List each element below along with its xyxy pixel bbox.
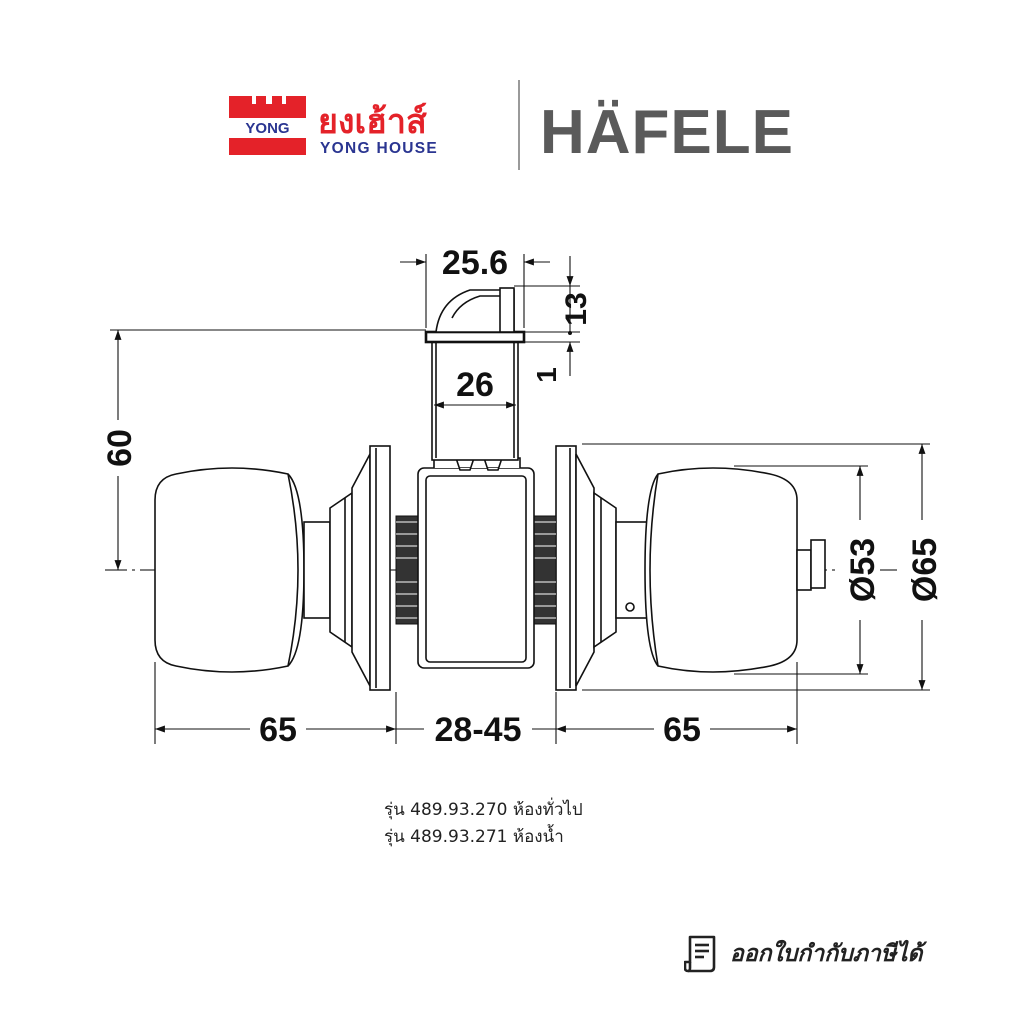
receipt-icon — [684, 935, 716, 973]
spindle-threads-right — [533, 515, 557, 625]
dim-door-thickness: 28-45 — [435, 711, 522, 749]
spindle-threads-left — [395, 515, 419, 625]
dim-knob-length-right: 65 — [663, 711, 701, 749]
dim-latch-body-width: 26 — [456, 366, 494, 404]
lock-chassis — [395, 287, 557, 669]
hafele-wordmark: HÄFELE — [540, 98, 794, 167]
dim-knob-length-left: 65 — [259, 711, 297, 749]
dimension-lines — [110, 254, 930, 744]
hafele-logo: HÄFELE — [540, 98, 794, 167]
model-line-general: รุ่น 489.93.270 ห้องทั่วไป — [384, 800, 583, 820]
invoice-badge: ออกใบกำกับภาษีได้ — [684, 932, 923, 976]
yong-house-wordmark: YONG HOUSE — [320, 140, 438, 157]
dim-latch-front-width: 25.6 — [442, 244, 508, 282]
yong-thai-wordmark: ยงเฮ้าส์ — [318, 102, 427, 142]
dim-faceplate-thickness: 1 — [531, 367, 562, 383]
right-knob — [555, 445, 826, 691]
dim-backset: 60 — [101, 429, 139, 467]
left-knob — [154, 445, 391, 691]
model-line-bathroom: รุ่น 489.93.271 ห้องน้ำ — [384, 827, 564, 847]
model-list: รุ่น 489.93.270 ห้องทั่วไป รุ่น 489.93.2… — [384, 797, 583, 851]
yong-badge-text: YONG — [245, 120, 289, 137]
invoice-label: ออกใบกำกับภาษีได้ — [730, 941, 923, 967]
dim-rose-diameter: Ø53 — [844, 538, 882, 602]
dim-knob-diameter: Ø65 — [906, 538, 944, 602]
yong-house-logo: YONG ยงเฮ้าส์ YONG HOUSE — [229, 96, 438, 157]
dim-latch-front-height: 13 — [560, 292, 593, 325]
